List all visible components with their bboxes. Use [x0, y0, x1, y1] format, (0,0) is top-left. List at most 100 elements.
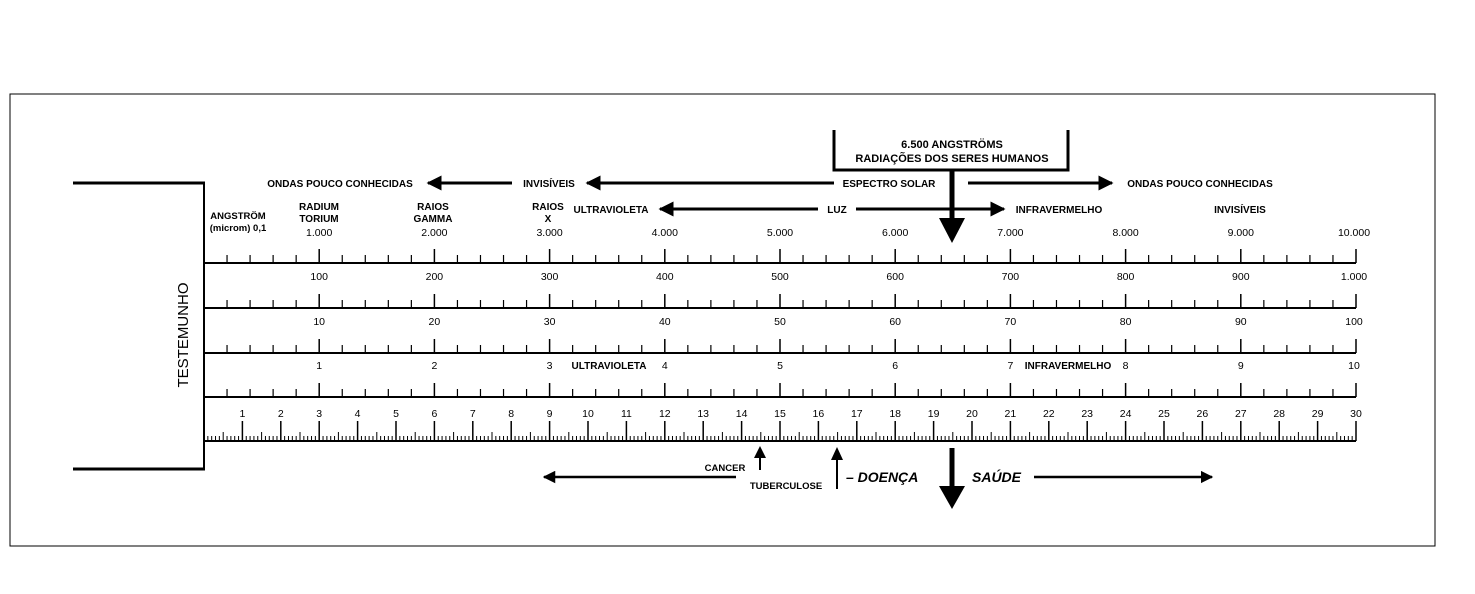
- scale-label: 900: [1232, 271, 1250, 283]
- cancer-arrow: [754, 446, 766, 470]
- scale-label: 3.000: [536, 227, 562, 239]
- light-infrared: INFRAVERMELHO: [1016, 205, 1103, 216]
- scale-label: 3: [316, 408, 322, 420]
- tuberculose-arrow: [831, 447, 843, 489]
- gamma-label-1: RAIOS: [417, 202, 449, 213]
- scale-label: 1.000: [1341, 271, 1367, 283]
- scale-label: 11: [621, 408, 632, 420]
- scale-label: 400: [656, 271, 674, 283]
- scale-label: 9: [547, 408, 553, 420]
- scale-label: 16: [813, 408, 825, 420]
- scale-label: 10: [313, 316, 325, 328]
- scale-label: 500: [771, 271, 789, 283]
- scale-label: 7.000: [997, 227, 1023, 239]
- scale-label: 1: [316, 360, 322, 372]
- gamma-label-2: GAMMA: [414, 214, 453, 225]
- spectrum-solar: ESPECTRO SOLAR: [843, 179, 937, 190]
- divider-arrow: [939, 448, 965, 509]
- scale-label: 300: [541, 271, 559, 283]
- scale-label: 23: [1081, 408, 1093, 420]
- scale-label: 6.000: [882, 227, 908, 239]
- scale-label: 5: [393, 408, 399, 420]
- scale-label: 18: [889, 408, 901, 420]
- scale-label: 4: [662, 360, 668, 372]
- light-luz: LUZ: [827, 205, 846, 216]
- pointer-6500-arrow: [939, 170, 965, 243]
- scale-label: 60: [889, 316, 901, 328]
- scale-label: 4: [355, 408, 361, 420]
- scale-label: 10: [1348, 360, 1360, 372]
- scale-label: 50: [774, 316, 786, 328]
- testemunho-bracket: [73, 181, 205, 471]
- scale-label: 40: [659, 316, 671, 328]
- scale-label: 25: [1158, 408, 1170, 420]
- xray-label-1: RAIOS: [532, 202, 564, 213]
- scale-label: 30: [544, 316, 556, 328]
- scale-label: 20: [429, 316, 441, 328]
- outer-frame: [9, 93, 1436, 547]
- angstrom-label-1: ANGSTRÖM: [210, 211, 266, 222]
- spectrum-invisible-left: INVISÍVEIS: [523, 177, 575, 190]
- scale-label: 3: [547, 360, 553, 372]
- scale-rows: 1.000 2.000 3.000 4.000 5.000 6.000 7.000 8.000…: [204, 227, 1370, 442]
- scale-label: 13: [697, 408, 709, 420]
- scale-label: 26: [1197, 408, 1209, 420]
- scale-label: 2: [431, 360, 437, 372]
- scale-label: 28: [1273, 408, 1285, 420]
- scale-label: 19: [928, 408, 940, 420]
- header-line-2: RADIAÇÕES DOS SERES HUMANOS: [855, 152, 1048, 165]
- scale-label: 7: [1007, 360, 1013, 372]
- scale-label: 30: [1350, 408, 1362, 420]
- scale-label: 700: [1002, 271, 1020, 283]
- scale-label: 1: [239, 408, 245, 420]
- scale-label: 24: [1120, 408, 1132, 420]
- scale-label: 6: [892, 360, 898, 372]
- header-line-1: 6.500 ANGSTRÖMS: [901, 138, 1003, 151]
- scale-label: 100: [1345, 316, 1363, 328]
- scale-label: 1.000: [306, 227, 332, 239]
- scale-label: 7: [470, 408, 476, 420]
- scale-label: 17: [851, 408, 863, 420]
- scale-label: 10: [582, 408, 594, 420]
- scale-label: 12: [659, 408, 671, 420]
- scale-label: 8.000: [1112, 227, 1138, 239]
- scale-label: 4.000: [652, 227, 678, 239]
- scale-label: 2.000: [421, 227, 447, 239]
- testemunho-label: TESTEMUNHO: [175, 283, 192, 388]
- scale-label: 80: [1120, 316, 1132, 328]
- scale-label: 8: [1123, 360, 1129, 372]
- scale-label: 22: [1043, 408, 1055, 420]
- row4-ultraviolet: ULTRAVIOLETA: [572, 361, 647, 372]
- scale-label: 600: [886, 271, 904, 283]
- scale-label: 10.000: [1338, 227, 1370, 239]
- scale-label: 9.000: [1228, 227, 1254, 239]
- tuberculose-label: TUBERCULOSE: [750, 481, 822, 492]
- row4-infrared: INFRAVERMELHO: [1025, 361, 1112, 372]
- spectrum-left-known: ONDAS POUCO CONHECIDAS: [267, 179, 413, 190]
- scale-label: 14: [736, 408, 748, 420]
- light-invisible-right: INVISÍVEIS: [1214, 203, 1266, 216]
- scale-label: 20: [966, 408, 978, 420]
- scale-label: 15: [774, 408, 786, 420]
- scale-label: 90: [1235, 316, 1247, 328]
- scale-label: 5.000: [767, 227, 793, 239]
- radium-label-2: TORIUM: [299, 214, 338, 225]
- scale-label: 29: [1312, 408, 1324, 420]
- xray-label-2: X: [545, 214, 552, 225]
- scale-label: 100: [310, 271, 328, 283]
- scale-label: 6: [431, 408, 437, 420]
- angstrom-label-2: (microm) 0,1: [210, 223, 267, 234]
- scale-label: 2: [278, 408, 284, 420]
- scale-label: 8: [508, 408, 514, 420]
- doenca-label: – DOENÇA: [846, 469, 918, 485]
- spectrum-right-known: ONDAS POUCO CONHECIDAS: [1127, 179, 1273, 190]
- scale-label: 200: [426, 271, 444, 283]
- radium-label-1: RADIUM: [299, 202, 339, 213]
- scale-label: 5: [777, 360, 783, 372]
- scale-label: 800: [1117, 271, 1135, 283]
- scale-label: 21: [1005, 408, 1017, 420]
- scale-label: 70: [1005, 316, 1017, 328]
- light-ultraviolet: ULTRAVIOLETA: [574, 205, 649, 216]
- cancer-label: CANCER: [705, 463, 746, 474]
